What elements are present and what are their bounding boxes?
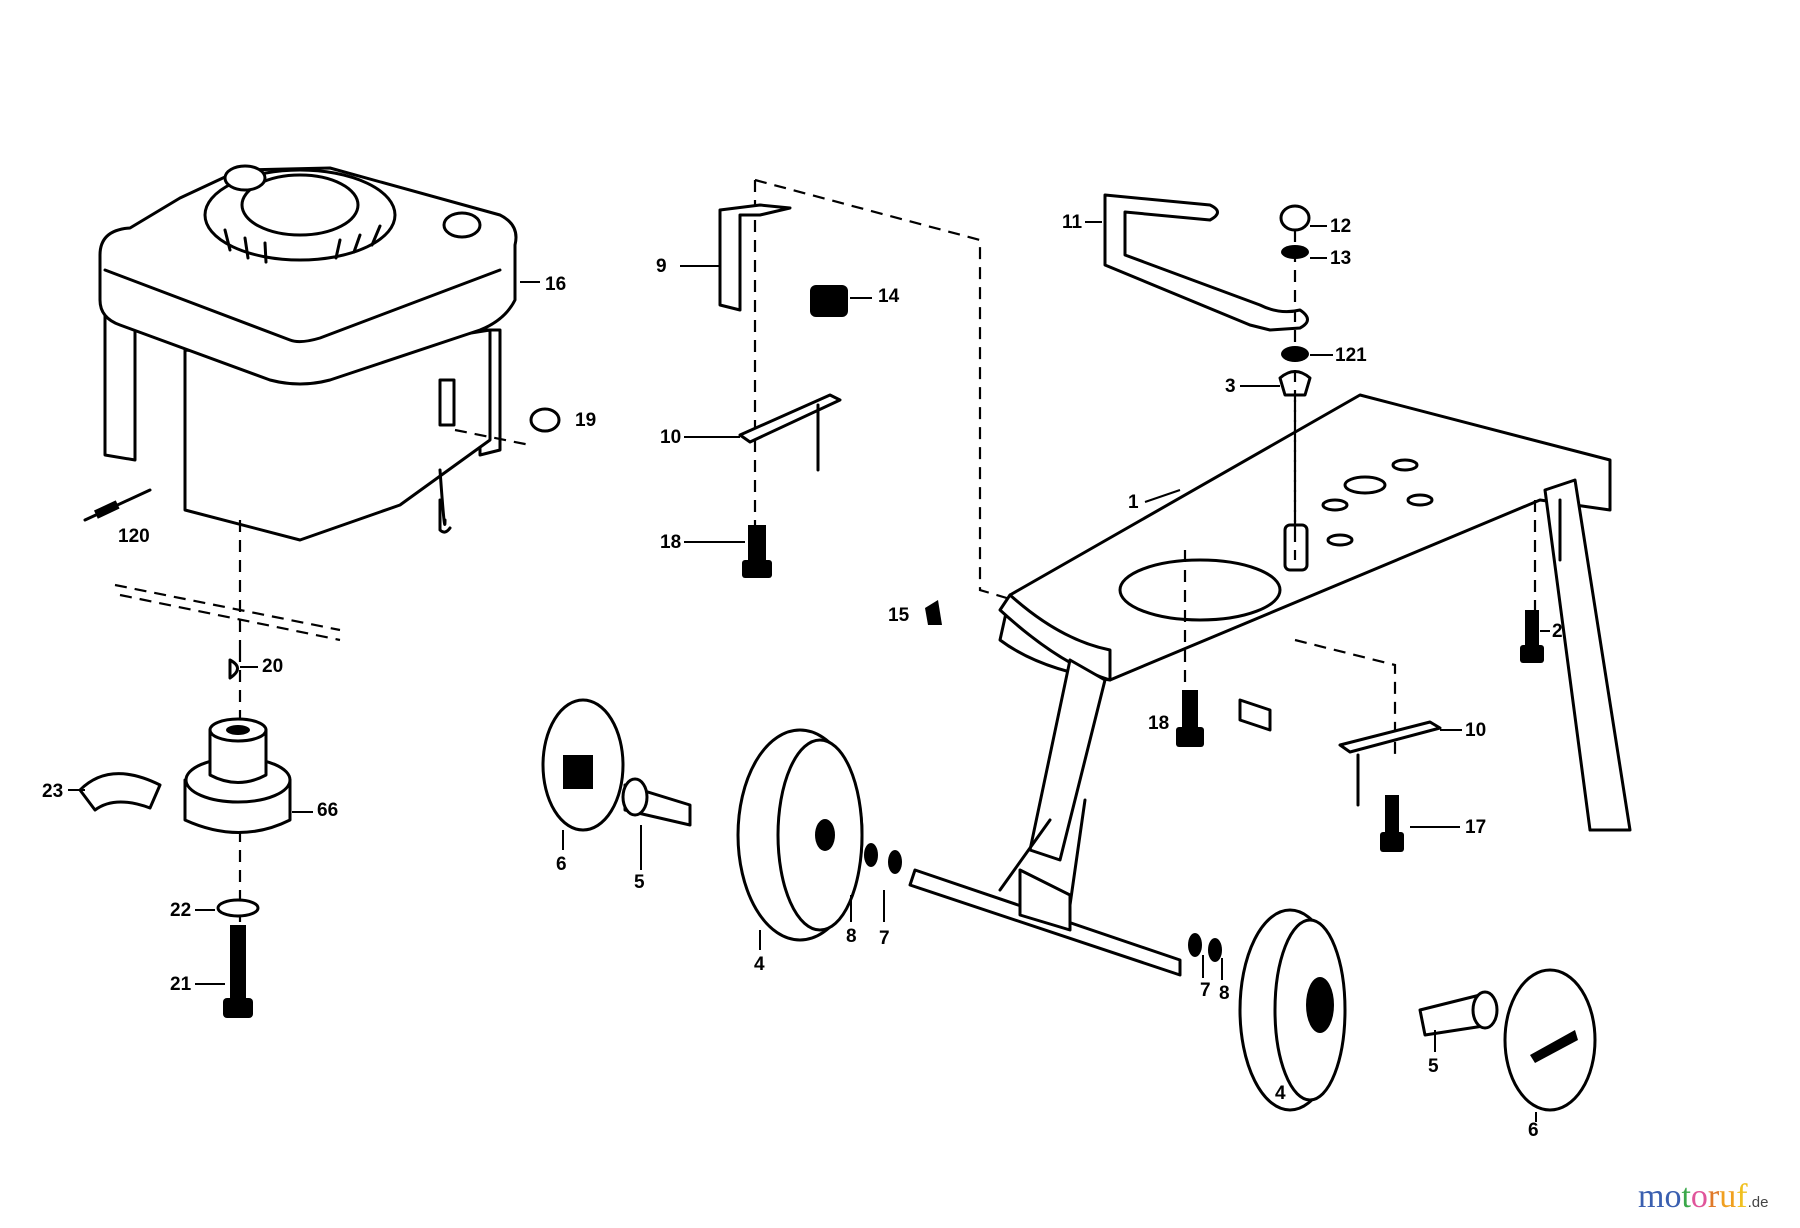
part-label-10: 10 xyxy=(660,427,681,448)
part-label-19: 19 xyxy=(575,410,596,431)
part-label-20: 20 xyxy=(262,656,283,677)
part-label-21: 21 xyxy=(170,974,192,995)
part-label-6: 6 xyxy=(1528,1120,1539,1141)
watermark-suffix: .de xyxy=(1747,1194,1769,1211)
part-label-13: 13 xyxy=(1330,248,1351,269)
part-label-120: 120 xyxy=(118,526,150,547)
part-label-4: 4 xyxy=(1275,1083,1286,1104)
part-label-7: 7 xyxy=(1200,980,1211,1001)
part-label-11: 11 xyxy=(1062,212,1083,233)
watermark-letter: o xyxy=(1664,1178,1682,1215)
part-label-7: 7 xyxy=(879,928,890,949)
watermark-letter: r xyxy=(1707,1178,1720,1215)
part-label-23: 23 xyxy=(42,781,63,802)
part-label-15: 15 xyxy=(888,605,910,626)
part-label-12: 12 xyxy=(1330,216,1351,237)
engine xyxy=(98,164,531,650)
part-label-5: 5 xyxy=(634,872,645,893)
motoruf-watermark: motoruf.de xyxy=(1638,1178,1768,1216)
part-label-14: 14 xyxy=(878,286,900,307)
part-label-9: 9 xyxy=(656,256,667,277)
part-label-22: 22 xyxy=(170,900,191,921)
part-label-18: 18 xyxy=(1148,713,1169,734)
part-label-18: 18 xyxy=(660,532,681,553)
watermark-letter: f xyxy=(1736,1178,1748,1215)
nut-19 xyxy=(529,407,561,433)
part-label-2: 2 xyxy=(1552,621,1563,642)
frame xyxy=(908,393,1632,977)
part-label-3: 3 xyxy=(1225,376,1236,397)
watermark-letter: u xyxy=(1719,1178,1737,1215)
pulley xyxy=(183,717,292,834)
watermark-letter: t xyxy=(1681,1178,1691,1215)
part-label-121: 121 xyxy=(1335,345,1367,366)
part-label-16: 16 xyxy=(545,274,566,295)
watermark-logo: motoruf xyxy=(1638,1178,1748,1215)
part-label-17: 17 xyxy=(1465,817,1486,838)
part-label-66: 66 xyxy=(317,800,338,821)
watermark-letter: m xyxy=(1638,1178,1665,1215)
part-label-6: 6 xyxy=(556,854,567,875)
leader-line xyxy=(1144,489,1181,503)
part-label-4: 4 xyxy=(754,954,765,975)
part-label-5: 5 xyxy=(1428,1056,1439,1077)
hubcap-right xyxy=(1503,968,1597,1112)
part-label-10: 10 xyxy=(1465,720,1486,741)
watermark-letter: o xyxy=(1690,1178,1708,1215)
part-label-1: 1 xyxy=(1128,492,1139,513)
part-label-8: 8 xyxy=(1219,983,1230,1004)
part-label-8: 8 xyxy=(846,926,857,947)
